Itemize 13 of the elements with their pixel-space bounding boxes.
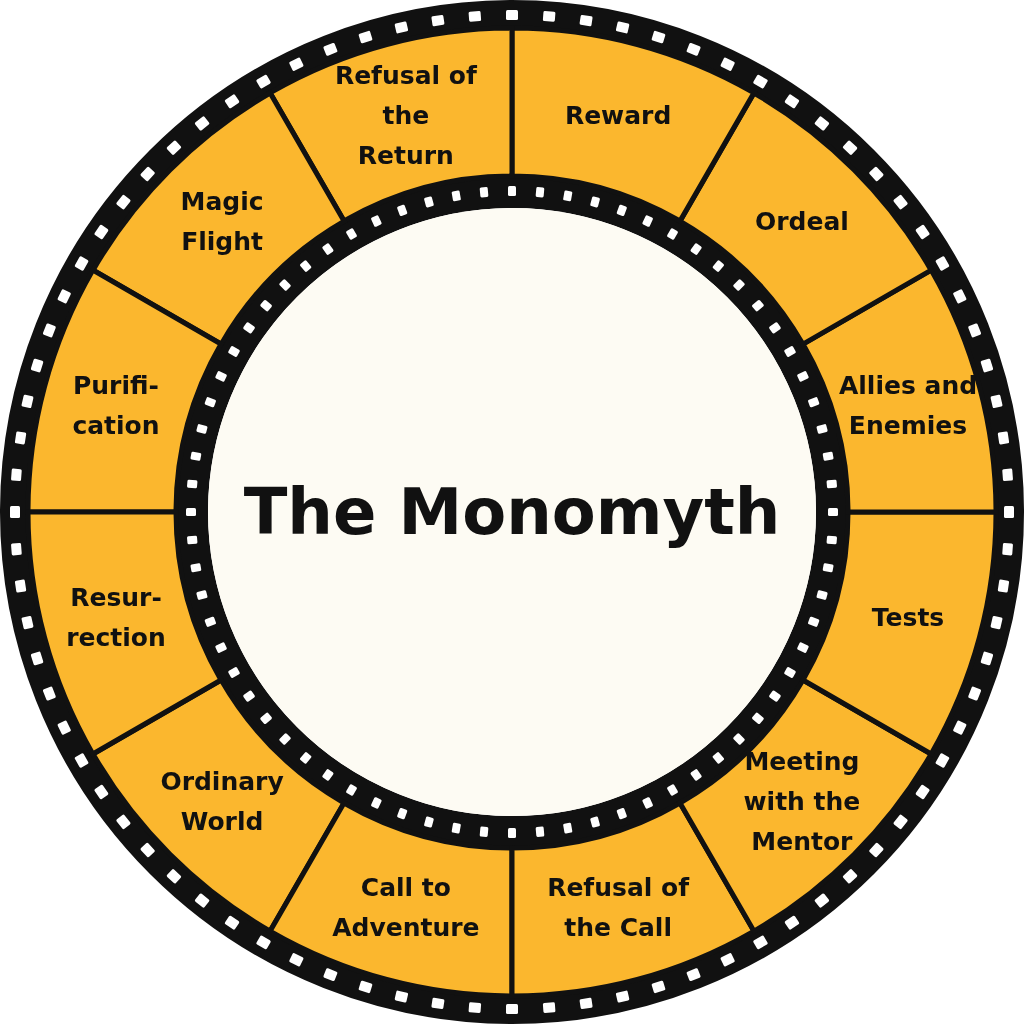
stage-label: Magic Flight bbox=[179, 186, 265, 259]
center-title: The Monomyth bbox=[243, 475, 781, 549]
stage-label: Ordeal bbox=[753, 206, 850, 239]
stage-label: Call to Adventure bbox=[331, 872, 481, 944]
stage-label: Meeting with the Mentor bbox=[742, 745, 862, 858]
stage-label: Reward bbox=[563, 99, 673, 132]
stage-label: Tests bbox=[870, 602, 946, 635]
stage-label: Resur- rection bbox=[65, 582, 167, 655]
stage-label: Purifi- cation bbox=[71, 369, 161, 442]
stage-label: Allies and Enemies bbox=[837, 369, 979, 442]
stage-label: Ordinary World bbox=[159, 765, 285, 838]
stage-label: Refusal of the Call bbox=[546, 872, 691, 944]
stage-label: Refusal of the Return bbox=[333, 59, 478, 172]
